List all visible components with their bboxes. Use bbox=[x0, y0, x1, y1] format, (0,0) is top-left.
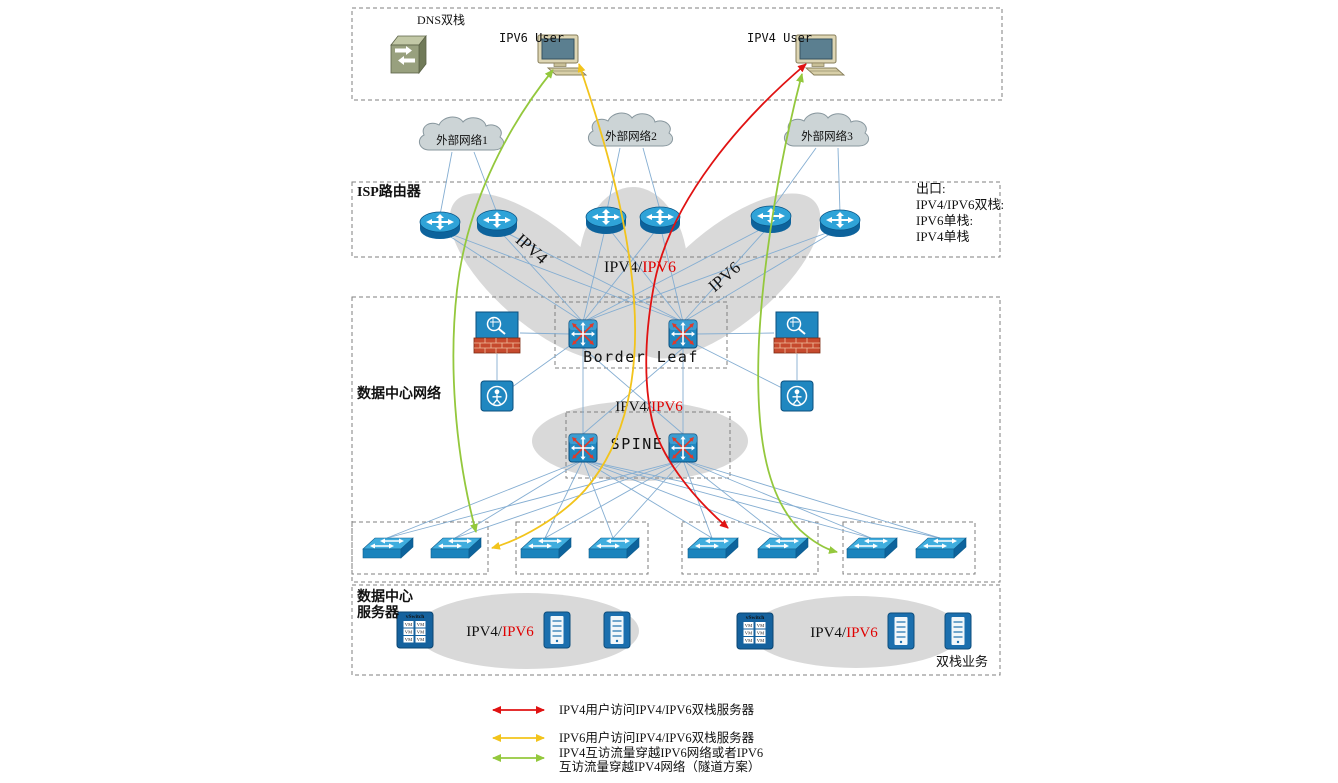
dual-stack-note: 双栈业务 bbox=[936, 654, 988, 669]
leaf-switch-2-icon bbox=[430, 537, 482, 559]
legend-yellow-text: IPV6用户访问IPV4/IPV6双栈服务器 bbox=[559, 730, 755, 745]
server-2-icon bbox=[603, 611, 631, 649]
isp-router-2-icon bbox=[476, 209, 518, 238]
flow-green-tunnel-left bbox=[452, 69, 554, 533]
leaf-switch-8-icon bbox=[915, 537, 967, 559]
exit-note-line-4: IPV4单栈 bbox=[916, 229, 969, 244]
border-leaf-label: Border Leaf bbox=[583, 348, 699, 366]
border-leaf-switch-1-icon bbox=[568, 319, 598, 349]
legend-red-text: IPV4用户访问IPV4/IPV6双栈服务器 bbox=[559, 702, 755, 717]
legend-green-text-line1: IPV4互访流量穿越IPV6网络或者IPV6 bbox=[559, 745, 763, 760]
dc-network-section-box bbox=[351, 296, 1001, 583]
isp-section-box bbox=[351, 181, 1001, 258]
exit-note-line-2: IPV4/IPV6双栈: bbox=[916, 197, 1004, 212]
exit-note: 出口: IPV4/IPV6双栈: IPV6单栈: IPV4单栈 bbox=[916, 181, 1004, 244]
firewall-left-icon bbox=[473, 311, 521, 354]
flow-red-ipv4-user bbox=[645, 63, 807, 529]
cloud-3-label: 外部网络3 bbox=[801, 129, 853, 143]
zone-dual-label: IPV4/IPV6 bbox=[604, 259, 676, 276]
leaf-switch-3-icon bbox=[520, 537, 572, 559]
internet-section-box bbox=[351, 7, 1003, 101]
exit-note-line-1: 出口: bbox=[916, 181, 946, 196]
vswitch-1-icon bbox=[396, 611, 434, 649]
isp-router-3-icon bbox=[585, 206, 627, 235]
legend-green-text-line2: 互访流量穿越IPV4网络（隧道方案） bbox=[559, 759, 760, 774]
server-group2-label: IPV4/IPV6 bbox=[810, 625, 878, 641]
leaf-switch-7-icon bbox=[846, 537, 898, 559]
server-section-title-line1: 数据中心 bbox=[357, 588, 413, 605]
leaf-switch-6-icon bbox=[757, 537, 809, 559]
isp-router-4-icon bbox=[639, 206, 681, 235]
leaf-switch-5-icon bbox=[687, 537, 739, 559]
server-4-icon bbox=[944, 612, 972, 650]
exit-note-line-3: IPV6单栈: bbox=[916, 213, 973, 228]
server-group1-label: IPV4/IPV6 bbox=[466, 624, 534, 640]
load-balancer-left-icon bbox=[480, 380, 514, 412]
isp-router-6-icon bbox=[819, 209, 861, 238]
ipv4-user-label: IPV4 User bbox=[747, 31, 812, 45]
spine-switch-2-icon bbox=[668, 433, 698, 463]
traffic-flows bbox=[452, 63, 838, 554]
cloud-2-label: 外部网络2 bbox=[605, 129, 657, 143]
spine-label: SPINE bbox=[611, 435, 664, 453]
dns-server-icon bbox=[390, 35, 427, 74]
zone-server-group1-ellipse bbox=[415, 593, 639, 669]
dns-label: DNS双栈 bbox=[417, 12, 465, 27]
leaf-switch-1-icon bbox=[362, 537, 414, 559]
spine-switch-1-icon bbox=[568, 433, 598, 463]
dc-network-title: 数据中心网络 bbox=[357, 385, 441, 402]
server-3-icon bbox=[887, 612, 915, 650]
isp-section-title: ISP路由器 bbox=[357, 183, 422, 200]
cloud-1-label: 外部网络1 bbox=[436, 133, 488, 147]
load-balancer-right-icon bbox=[780, 380, 814, 412]
spine-zone-label: IPV4/IPV6 bbox=[615, 399, 683, 415]
ipv6-user-label: IPV6 User bbox=[499, 31, 564, 45]
server-section-title-line2: 服务器 bbox=[357, 604, 400, 621]
flow-legend: IPV4用户访问IPV4/IPV6双栈服务器 IPV6用户访问IPV4/IPV6… bbox=[492, 702, 763, 774]
server-section-box bbox=[351, 584, 1001, 676]
leaf-group-4-box bbox=[842, 521, 976, 575]
border-leaf-switch-2-icon bbox=[668, 319, 698, 349]
flow-green-tunnel-right bbox=[757, 73, 838, 554]
leaf-switch-4-icon bbox=[588, 537, 640, 559]
vswitch-2-icon bbox=[736, 612, 774, 650]
leaf-group-1-box bbox=[351, 521, 489, 575]
firewall-right-icon bbox=[773, 311, 821, 354]
traffic-zones bbox=[415, 187, 962, 669]
server-1-icon bbox=[543, 611, 571, 649]
isp-router-1-icon bbox=[419, 211, 461, 240]
